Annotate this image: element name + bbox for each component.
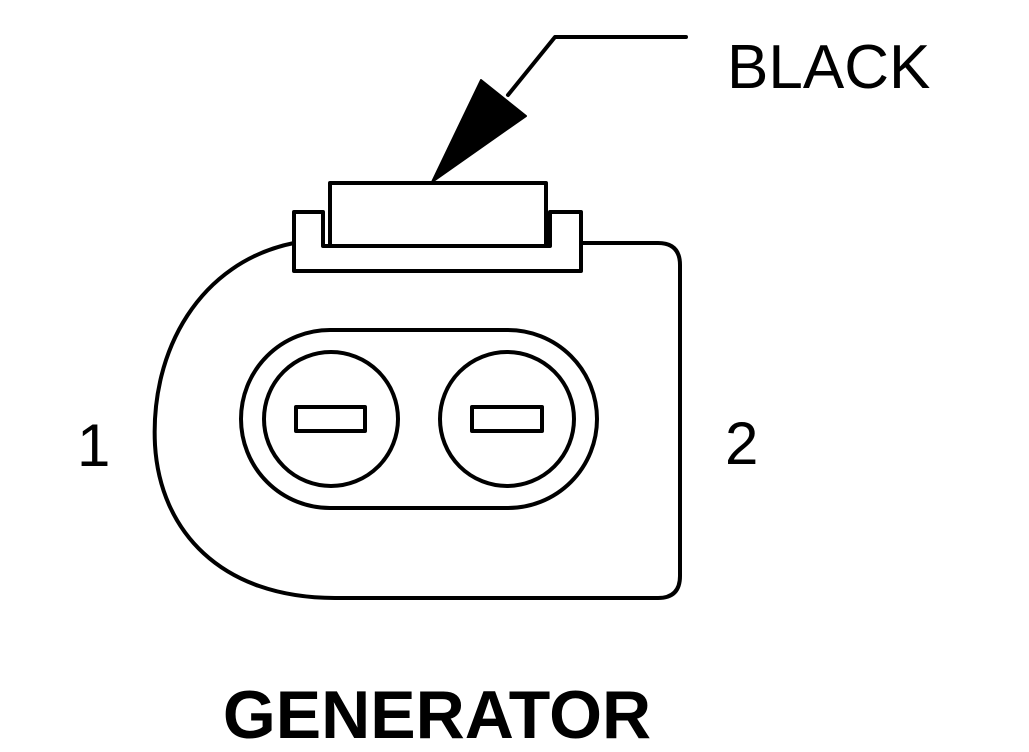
leader-line [506,35,688,97]
connector-body [152,241,682,600]
terminal-2-blade [470,405,544,433]
diagram-title: GENERATOR [223,677,651,752]
pin-2-label: 2 [725,410,758,477]
lock-tab [328,181,548,248]
arrowhead [431,79,527,183]
terminal-1-blade [294,405,367,433]
pin-1-label: 1 [77,412,110,479]
wire-color-label: BLACK [727,33,930,102]
lock-bracket [292,210,583,273]
terminal-2-circle [438,350,576,488]
terminal-1-circle [262,350,400,488]
pin-cavity-housing [239,328,599,510]
